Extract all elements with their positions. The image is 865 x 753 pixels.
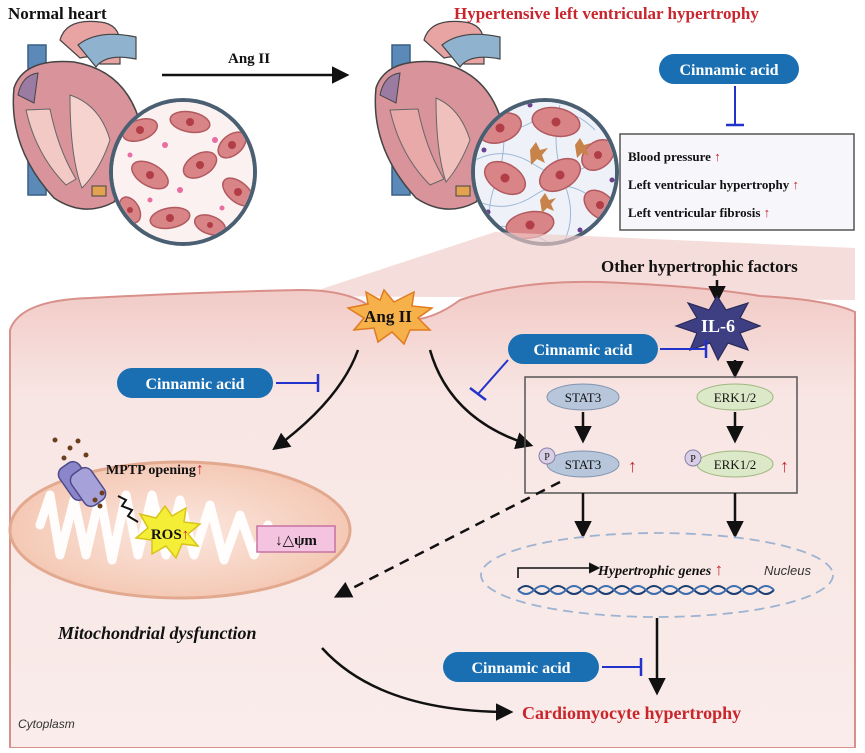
stat3-node: STAT3	[546, 383, 620, 411]
ang2-to-stat3-arrow	[428, 349, 534, 450]
hypertrophic-tissue-circle	[471, 98, 619, 246]
middle-inhibitor-pill	[508, 334, 658, 364]
cytoplasm-label: Cytoplasm	[18, 717, 75, 731]
transcription-start-arrow	[517, 562, 601, 578]
perk-p-label: P	[690, 454, 696, 465]
left-inhibitor: Cinnamic acid	[117, 368, 320, 398]
middle-inhibitor: Cinnamic acid	[469, 334, 708, 401]
normal-heart-title: Normal heart	[8, 4, 107, 23]
membrane-potential-tag: ↓△ψm	[256, 525, 336, 553]
bottom-inhibitor: Cinnamic acid	[443, 652, 643, 682]
ros-badge: ROS↑	[134, 504, 202, 560]
erk-node: ERK1/2	[696, 383, 774, 411]
top-inhibitor-pill	[659, 54, 799, 84]
perk-node: P ERK1/2 ↑	[684, 449, 789, 478]
top-inhibitor-label: Cinnamic acid	[679, 62, 778, 79]
ang2-to-mito-arrow	[272, 349, 360, 451]
mito-to-hypertrophy-arrow	[321, 647, 514, 721]
mptp-label: MPTP opening↑	[106, 461, 204, 478]
signaling-box	[524, 376, 798, 494]
mptp-to-ros-bolt	[117, 495, 139, 523]
ros-label: ROS↑	[151, 527, 189, 543]
hypertrophic-genes-label: Hypertrophic genes ↑	[597, 560, 723, 579]
ang2-badge: Ang II	[346, 288, 435, 346]
normal-tissue-circle	[109, 98, 257, 246]
pstat3-p-label: P	[544, 452, 550, 463]
erk-label: ERK1/2	[714, 390, 757, 405]
effect-lv-hypertrophy: Left ventricular hypertrophy ↑	[628, 177, 799, 192]
perk-phospho	[684, 449, 702, 467]
pstat3-node: P STAT3 ↑	[538, 447, 637, 478]
il6-label: IL-6	[701, 316, 735, 336]
nucleus: Hypertrophic genes ↑ Nucleus	[480, 532, 834, 618]
effect-lv-fibrosis: Left ventricular fibrosis ↑	[628, 205, 770, 220]
pstat3-label: STAT3	[565, 457, 602, 472]
left-inhibitor-pill	[117, 368, 273, 398]
top-inhibitor: Cinnamic acid	[659, 54, 799, 127]
other-factors-label: Other hypertrophic factors	[601, 257, 798, 276]
mptp-channel	[52, 437, 107, 509]
bottom-inhibitor-label: Cinnamic acid	[471, 660, 570, 677]
il6-badge: IL-6	[674, 294, 762, 362]
hypertensive-title: Hypertensive left ventricular hypertroph…	[454, 4, 759, 23]
ang2-label: Ang II	[364, 307, 412, 326]
cardiomyocyte-cell	[9, 280, 856, 749]
dna-helix	[517, 585, 775, 595]
middle-inhibit-ang2-bar	[469, 387, 487, 401]
pstat3-up-arrow: ↑	[628, 456, 637, 476]
effects-box: Blood pressure ↑ Left ventricular hypert…	[619, 133, 855, 231]
middle-inhibitor-label: Cinnamic acid	[533, 342, 632, 359]
mito-dysfunction-label: Mitochondrial dysfunction	[57, 623, 257, 643]
stat3-to-mito-dashed-arrow	[333, 480, 561, 598]
ang2-transition-label: Ang II	[228, 51, 270, 67]
nucleus-label: Nucleus	[764, 563, 811, 578]
perk-up-arrow: ↑	[780, 456, 789, 476]
middle-inhibit-ang2-line	[477, 359, 509, 395]
left-inhibitor-label: Cinnamic acid	[145, 376, 244, 393]
bottom-inhibitor-pill	[443, 652, 599, 682]
membrane-potential-label: ↓△ψm	[275, 533, 317, 549]
perk-label: ERK1/2	[714, 457, 757, 472]
effect-blood-pressure: Blood pressure ↑	[628, 149, 721, 164]
stat3-label: STAT3	[565, 390, 602, 405]
pstat3-phospho	[538, 447, 556, 465]
cardiomyocyte-hypertrophy-label: Cardiomyocyte hypertrophy	[522, 703, 741, 723]
